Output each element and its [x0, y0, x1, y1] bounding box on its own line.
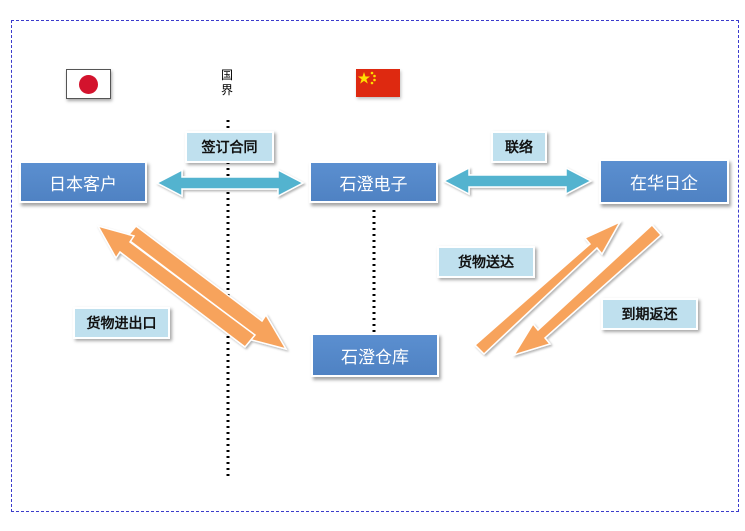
japan-firm-in-china-node: 在华日企: [599, 159, 729, 204]
return-arrow: [512, 223, 663, 357]
shicheng-electronics-node: 石澄电子: [309, 161, 438, 203]
delivery-return-arrows: [473, 220, 663, 357]
import-export-arrows: [96, 224, 288, 351]
goods-delivery-tag: 货物送达: [437, 246, 535, 278]
japan-client-node: 日本客户: [19, 161, 147, 203]
shicheng-warehouse-node: 石澄仓库: [311, 333, 439, 377]
china-flag-icon: [356, 69, 400, 97]
liaison-double-arrow: [442, 166, 593, 196]
japan-flag-icon: [66, 69, 111, 99]
import-arrow: [96, 224, 257, 349]
contract-double-arrow: [155, 168, 305, 198]
delivery-arrow: [473, 220, 622, 356]
border-label: 国界: [220, 68, 233, 97]
japan-flag-disc: [79, 75, 98, 94]
goods-import-export-tag: 货物进出口: [73, 307, 170, 339]
liaison-tag: 联络: [491, 131, 547, 163]
return-on-expiry-tag: 到期返还: [601, 298, 698, 330]
diagram-frame: [11, 20, 739, 512]
sign-contract-tag: 签订合同: [185, 131, 274, 163]
